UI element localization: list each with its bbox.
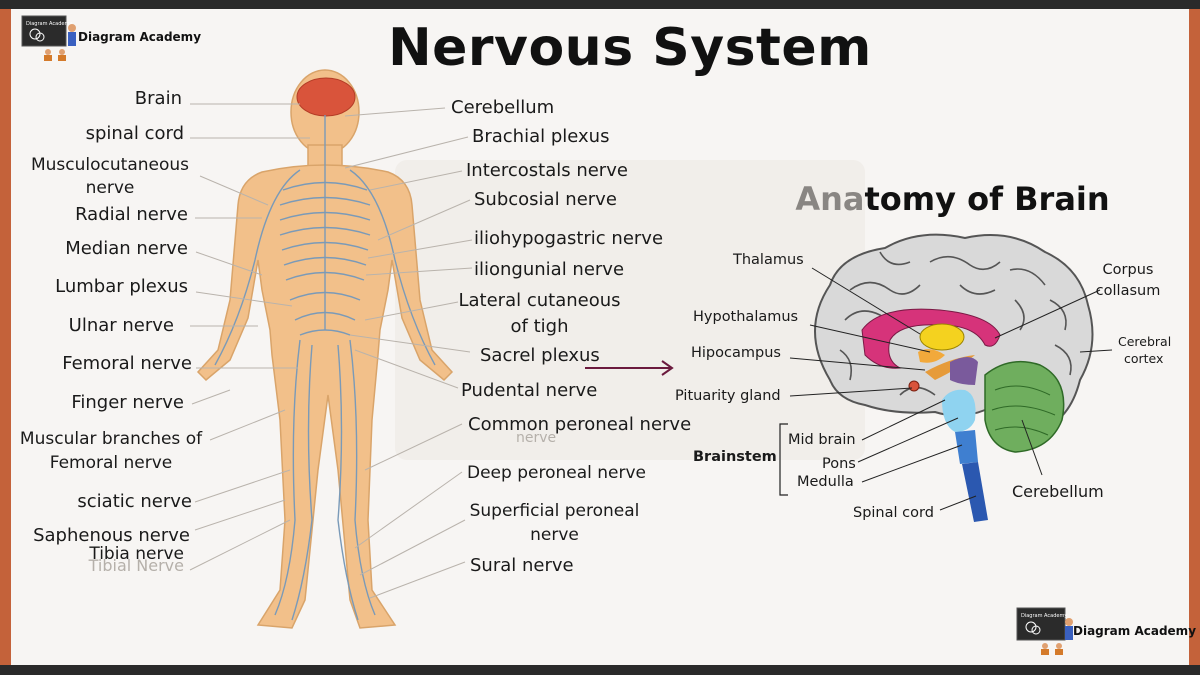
label-lateral-cutaneous: Lateral cutaneous	[452, 290, 627, 311]
label-lateral-cutaneous-thigh: of tigh	[452, 316, 627, 337]
label-intercostals-nerve: Intercostals nerve	[466, 160, 628, 181]
label-pudental-nerve: Pudental nerve	[461, 380, 597, 401]
label-radial-nerve: Radial nerve	[75, 204, 188, 225]
label-medulla: Medulla	[797, 474, 854, 490]
label-superficial-peroneal-nerve: nerve	[462, 525, 647, 545]
label-subcosial-nerve: Subcosial nerve	[474, 189, 617, 210]
label-median-nerve: Median nerve	[65, 238, 188, 259]
label-musculocutaneous-nerve: nerve	[20, 178, 200, 198]
label-musculocutaneous: Musculocutaneous	[20, 155, 200, 175]
label-cerebral-cortex: cortex	[1124, 351, 1163, 366]
label-sacrel-plexus: Sacrel plexus	[480, 345, 600, 366]
midbrain-shape	[950, 357, 978, 385]
label-pons: Pons	[822, 456, 856, 472]
label-muscular-branches-femoral: Femoral nerve	[14, 453, 208, 473]
label-corpus-callosum: collasum	[1088, 283, 1168, 299]
label-brain: Brain	[135, 88, 182, 109]
label-mid-brain: Mid brain	[788, 432, 856, 448]
medulla-shape	[955, 430, 978, 464]
label-muscular-branches: Muscular branches of	[14, 429, 208, 449]
label-cerebellum-brain: Cerebellum	[1012, 482, 1104, 501]
label-sural-nerve: Sural nerve	[470, 555, 574, 576]
label-deep-peroneal-nerve: Deep peroneal nerve	[467, 463, 646, 483]
label-spinal-cord-brain: Spinal cord	[853, 505, 934, 521]
label-tibia-nerve: Tibia nerve	[89, 544, 184, 564]
spinal-cord-shape	[962, 462, 988, 522]
pons-shape	[942, 390, 976, 432]
thalamus-shape	[920, 324, 964, 350]
label-thalamus: Thalamus	[733, 252, 804, 268]
label-finger-nerve: Finger nerve	[71, 392, 184, 413]
brainstem-bracket	[780, 424, 788, 495]
label-superficial-peroneal: Superficial peroneal	[462, 501, 647, 521]
label-brachial-plexus: Brachial plexus	[472, 126, 609, 147]
label-common-peroneal-nerve: Common peroneal nerve	[468, 414, 691, 435]
label-saphenous-nerve: Saphenous nerve	[33, 525, 190, 546]
pituitary-shape	[909, 381, 919, 391]
label-femoral-nerve: Femoral nerve	[62, 353, 192, 374]
label-common-nerve-ghost: nerve	[516, 430, 556, 446]
label-pituitary-gland: Pituarity gland	[675, 388, 781, 404]
label-hypothalamus: Hypothalamus	[693, 309, 798, 325]
label-corpus: Corpus	[1088, 262, 1168, 278]
label-lumbar-plexus: Lumbar plexus	[55, 276, 188, 297]
label-sciatic-nerve: sciatic nerve	[77, 491, 192, 512]
label-iliongunial-nerve: iliongunial nerve	[474, 259, 624, 280]
label-hipocampus: Hipocampus	[691, 345, 781, 361]
label-cerebral: Cerebral	[1118, 334, 1171, 349]
label-ulnar-nerve: Ulnar nerve	[69, 315, 174, 336]
label-spinal-cord: spinal cord	[86, 123, 184, 144]
label-iliohypogastric-nerve: iliohypogastric nerve	[474, 228, 663, 249]
label-brainstem: Brainstem	[693, 449, 777, 465]
label-cerebellum: Cerebellum	[451, 97, 554, 118]
